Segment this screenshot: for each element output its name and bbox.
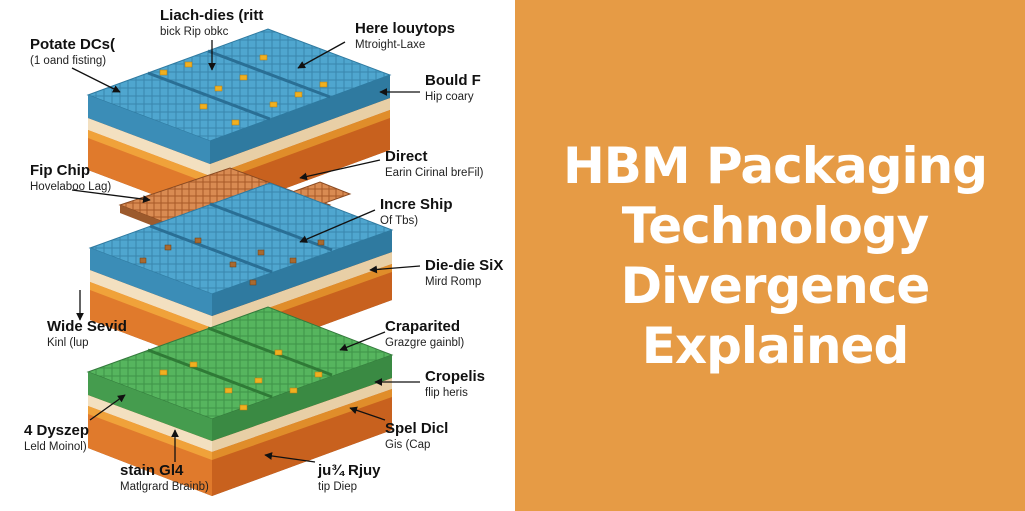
label-subtitle: Of Tbs) bbox=[380, 214, 453, 229]
label-upper-right: Bould F Hip coary bbox=[425, 72, 481, 105]
title-line: HBM Packaging bbox=[563, 136, 987, 196]
label-mid-right-1: Direct Earin Cirinal breFil) bbox=[385, 148, 483, 181]
label-title: Spel Dicl bbox=[385, 420, 448, 438]
label-mid-right-3: Die-die SiX Mird Romp bbox=[425, 257, 503, 290]
label-subtitle: (1 oand fisting) bbox=[30, 54, 115, 69]
label-subtitle: Hip coary bbox=[425, 90, 481, 105]
label-subtitle: Hovelaboo Lag) bbox=[30, 180, 111, 195]
label-subtitle: Grazgre gainbl) bbox=[385, 336, 464, 351]
label-subtitle: Mtroight-Laxe bbox=[355, 38, 455, 53]
label-title: Fip Chip bbox=[30, 162, 111, 180]
title-line: Technology bbox=[563, 196, 987, 256]
label-subtitle: Mird Romp bbox=[425, 275, 503, 290]
title-line: Divergence bbox=[563, 256, 987, 316]
label-title: ju¾ Rjuy bbox=[318, 462, 381, 480]
label-top-center: Liach-dies (ritt bick Rip obkc bbox=[160, 7, 263, 40]
label-title: Incre Ship bbox=[380, 196, 453, 214]
label-mid-left-2: Wide Sevid Kinl (lup bbox=[47, 318, 127, 351]
label-subtitle: Matlgrard Brainb) bbox=[120, 480, 209, 495]
label-lower-left: 4 Dyszep Leld Moinol) bbox=[24, 422, 89, 455]
diagram-panel: Liach-dies (ritt bick Rip obkc Here louy… bbox=[0, 0, 515, 511]
label-lower-right-2: Cropelis flip heris bbox=[425, 368, 485, 401]
label-title: Direct bbox=[385, 148, 483, 166]
label-title: Liach-dies (ritt bbox=[160, 7, 263, 25]
label-title: Bould F bbox=[425, 72, 481, 90]
label-title: Craparited bbox=[385, 318, 464, 336]
label-subtitle: tip Diep bbox=[318, 480, 381, 495]
label-subtitle: Kinl (lup bbox=[47, 336, 127, 351]
label-subtitle: Earin Cirinal breFil) bbox=[385, 166, 483, 181]
label-title: Cropelis bbox=[425, 368, 485, 386]
label-subtitle: Gis (Cap bbox=[385, 438, 448, 453]
label-bottom-left: stain Gl4 Matlgrard Brainb) bbox=[120, 462, 209, 495]
page-title: HBM Packaging Technology Divergence Expl… bbox=[563, 136, 987, 376]
label-subtitle: bick Rip obkc bbox=[160, 25, 263, 40]
label-subtitle: Leld Moinol) bbox=[24, 440, 89, 455]
label-lower-right-3: Spel Dicl Gis (Cap bbox=[385, 420, 448, 453]
title-panel: HBM Packaging Technology Divergence Expl… bbox=[515, 0, 1025, 511]
label-title: Die-die SiX bbox=[425, 257, 503, 275]
label-title: stain Gl4 bbox=[120, 462, 209, 480]
label-title: 4 Dyszep bbox=[24, 422, 89, 440]
label-bottom-right: ju¾ Rjuy tip Diep bbox=[318, 462, 381, 495]
label-top-right: Here louytops Mtroight-Laxe bbox=[355, 20, 455, 53]
label-mid-right-2: Incre Ship Of Tbs) bbox=[380, 196, 453, 229]
title-line: Explained bbox=[563, 316, 987, 376]
label-title: Potate DCs( bbox=[30, 36, 115, 54]
label-lower-right-1: Craparited Grazgre gainbl) bbox=[385, 318, 464, 351]
label-top-left: Potate DCs( (1 oand fisting) bbox=[30, 36, 115, 69]
label-title: Wide Sevid bbox=[47, 318, 127, 336]
label-mid-left-1: Fip Chip Hovelaboo Lag) bbox=[30, 162, 111, 195]
label-subtitle: flip heris bbox=[425, 386, 485, 401]
label-title: Here louytops bbox=[355, 20, 455, 38]
